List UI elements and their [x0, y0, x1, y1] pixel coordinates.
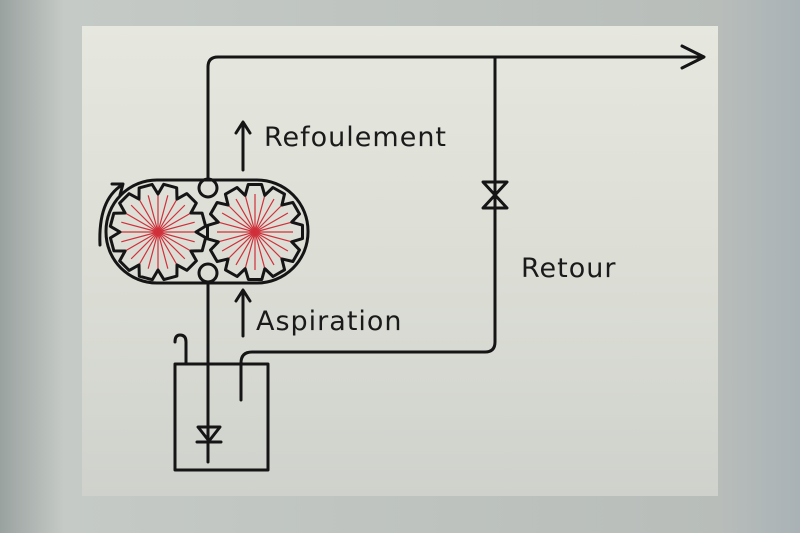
gear-teeth [108, 182, 208, 282]
tank [173, 362, 270, 472]
gear-spoke [254, 231, 292, 243]
gear-spoke [157, 231, 195, 243]
suction-label: Aspiration [256, 306, 403, 337]
rotation-arrow-icon [98, 183, 124, 247]
foot-valve-icon [195, 425, 223, 444]
gear-spoke [218, 231, 256, 243]
return-pipe [239, 55, 497, 402]
return-label: Retour [521, 253, 616, 284]
gear-spoke [130, 204, 159, 233]
gear-spoke [254, 198, 275, 233]
vent-pipe [173, 333, 188, 366]
gear-teeth [206, 183, 304, 281]
gear-spoke [157, 212, 192, 233]
right-gear [206, 183, 304, 281]
gear-spoke [244, 195, 256, 233]
suction-flow-arrow-icon [234, 288, 252, 338]
gear-spoke [227, 231, 256, 260]
gear-spoke [254, 221, 292, 233]
gear-spoke [235, 231, 256, 266]
gear-spoke [157, 231, 169, 269]
gear-spoke [254, 212, 289, 233]
rotation-arrowhead-icon [110, 182, 125, 197]
gear-spoke [121, 231, 159, 243]
gear-spoke [121, 221, 159, 233]
gear-spoke [157, 231, 178, 266]
gear-spoke [227, 204, 256, 233]
gear-spoke [147, 195, 159, 233]
return-valve-icon [481, 180, 509, 210]
gear-spoke [157, 195, 169, 233]
gear-spoke [138, 198, 159, 233]
gear-spoke [221, 231, 256, 252]
gear-spoke [124, 231, 159, 252]
gear-spoke [157, 221, 195, 233]
gear-spoke [254, 204, 283, 233]
gear-spoke [221, 212, 256, 233]
gear-spoke [157, 198, 178, 233]
gear-spoke [157, 231, 186, 260]
gear-spoke [254, 195, 266, 233]
gear-spoke [218, 221, 256, 233]
discharge-pipe [206, 55, 702, 181]
gear-spoke [254, 231, 289, 252]
gear-spoke [147, 231, 159, 269]
discharge-arrowhead-icon [680, 44, 706, 70]
gear-spoke [254, 231, 275, 266]
gear-spoke [124, 212, 159, 233]
gear-spoke [254, 231, 283, 260]
gear-spoke [130, 231, 159, 260]
gear-spoke [244, 231, 256, 269]
inlet-port [197, 262, 219, 284]
outlet-port [197, 177, 219, 199]
gear-spoke [157, 204, 186, 233]
discharge-label: Refoulement [264, 122, 447, 153]
screen-display [82, 26, 718, 496]
gear-spoke [254, 231, 266, 269]
left-gear [108, 182, 208, 282]
gear-spoke [157, 231, 192, 252]
gear-spoke [138, 231, 159, 266]
discharge-flow-arrow-icon [234, 120, 252, 172]
gear-spoke [235, 198, 256, 233]
